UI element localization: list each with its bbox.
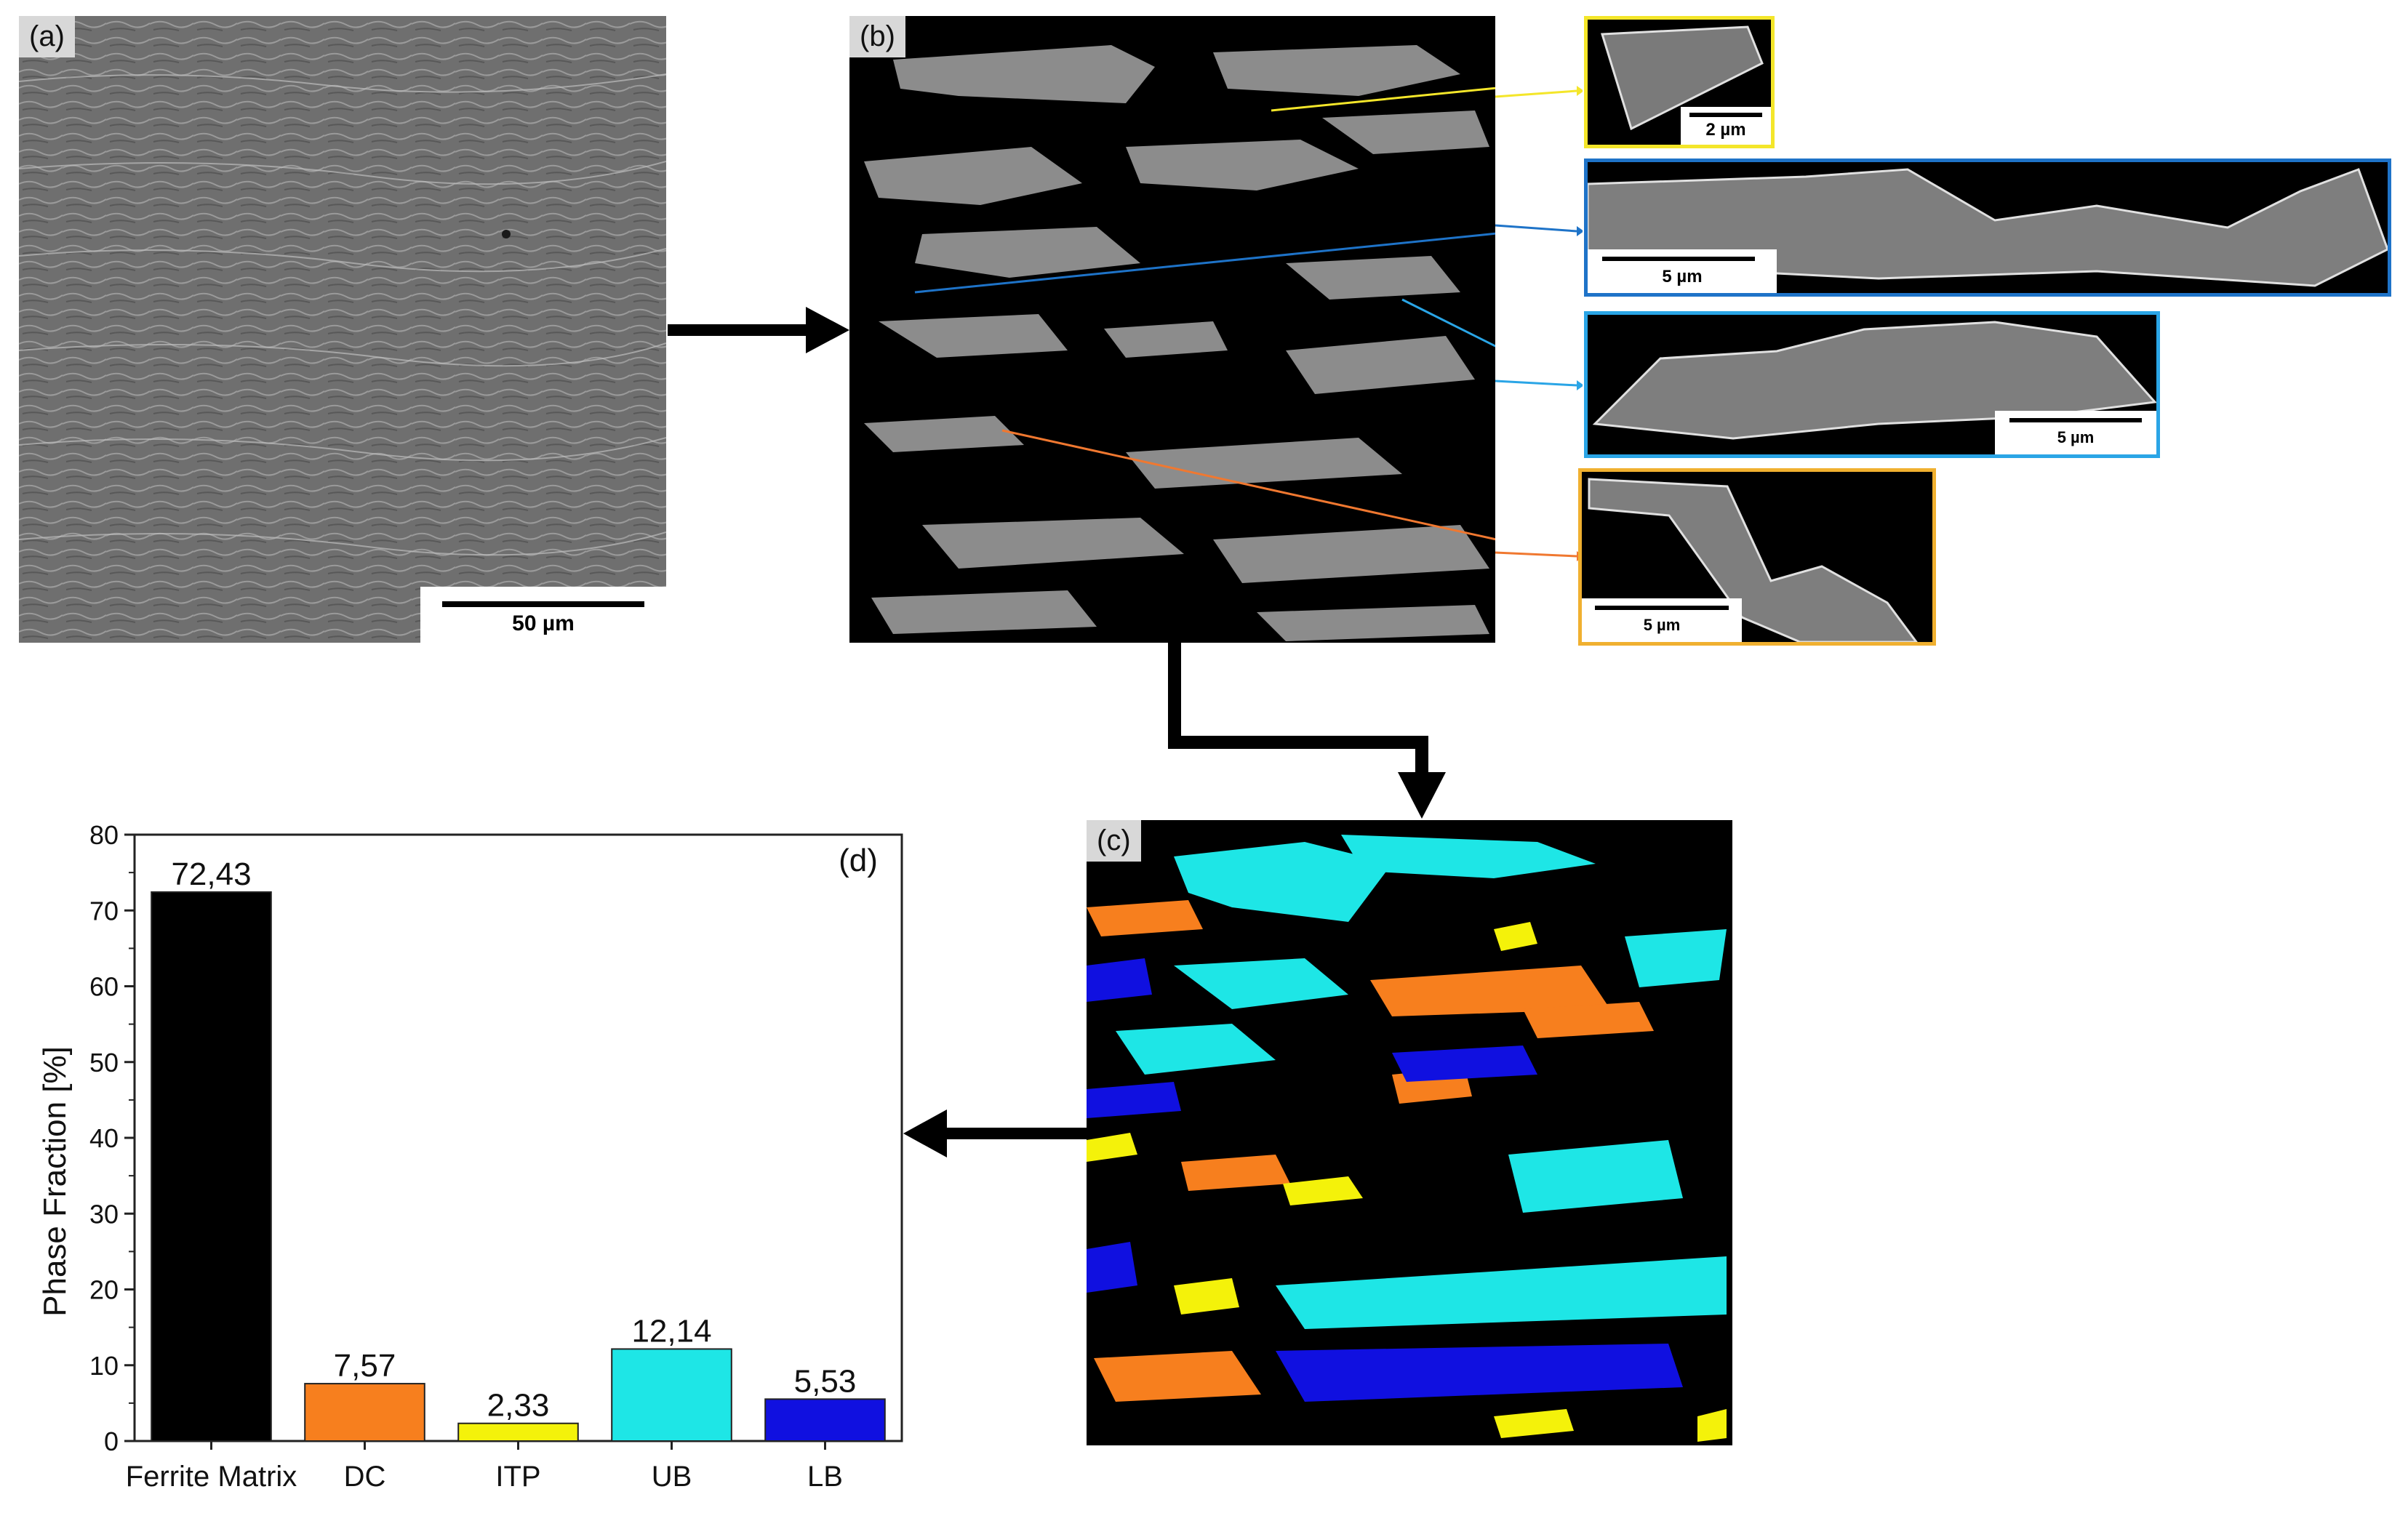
x-tick-label: Ferrite Matrix	[126, 1461, 297, 1493]
x-tick-label: ITP	[495, 1461, 540, 1493]
inset-scale-label: 2 µm	[1705, 120, 1746, 140]
data-label: 12,14	[631, 1313, 711, 1349]
phase-map-c	[1087, 835, 1727, 1442]
bar-ferrite-matrix	[151, 891, 272, 1442]
inset-micrograph	[1592, 321, 2156, 440]
inset-yellow: 2 µm	[1584, 16, 1775, 148]
inset-micrograph	[1588, 168, 2388, 287]
bar-dc	[304, 1383, 425, 1442]
pore-mark	[502, 230, 511, 238]
bar-itp	[457, 1422, 579, 1442]
scale-bar-a: 50 µm	[420, 587, 666, 643]
y-tick-label: 60	[89, 972, 119, 1002]
inset-scale-label: 5 µm	[1662, 267, 1703, 286]
inset-blue: 5 µm	[1584, 158, 2391, 297]
inset-scale-bar: 5 µm	[1582, 598, 1742, 642]
inset-scale-bar: 2 µm	[1681, 107, 1771, 145]
data-label: 72,43	[171, 856, 251, 892]
inset-scale-bar: 5 µm	[1588, 249, 1777, 293]
arrow-b-to-c	[1168, 643, 1446, 819]
x-tick-label: DC	[344, 1461, 386, 1493]
x-tick-label: LB	[807, 1461, 843, 1493]
scale-bar-label: 50 µm	[512, 611, 575, 635]
panel-b-segmented-image: (b)	[849, 16, 1495, 643]
data-label: 7,57	[334, 1348, 396, 1384]
x-tick-label: UB	[652, 1461, 692, 1493]
panel-a-sem-micrograph: (a) 50 µm	[19, 16, 666, 643]
y-tick-label: 20	[89, 1275, 119, 1305]
inset-micrograph	[1588, 478, 1918, 642]
y-tick-label: 70	[89, 896, 119, 926]
panel-label-b: (b)	[849, 16, 905, 57]
y-tick-label: 50	[89, 1048, 119, 1077]
inset-scale-bar: 5 µm	[1995, 411, 2156, 454]
link-line-blue	[914, 232, 1495, 294]
inset-lightblue: 5 µm	[1584, 311, 2160, 458]
inset-connectors	[1495, 86, 1583, 561]
panel-label-d: (d)	[839, 843, 878, 878]
link-line-orange	[1001, 429, 1495, 541]
link-line-lightblue	[1401, 298, 1495, 348]
inset-micrograph	[1600, 25, 1764, 131]
scale-bar-line	[442, 601, 644, 607]
segmented-image-b	[864, 45, 1495, 641]
link-line-yellow	[1271, 87, 1495, 112]
y-axis-label: Phase Fraction [%]	[37, 1046, 73, 1317]
bar-lb	[764, 1398, 886, 1442]
panel-c-phase-map: (c)	[1087, 820, 1732, 1445]
y-tick-label: 40	[89, 1123, 119, 1153]
inset-scale-label: 5 µm	[1643, 616, 1681, 634]
sem-image-a	[19, 16, 666, 643]
y-tick-label: 0	[104, 1426, 119, 1456]
y-tick-label: 80	[89, 820, 119, 850]
data-label: 5,53	[794, 1363, 857, 1399]
panel-label-c: (c)	[1087, 820, 1141, 862]
inset-scale-label: 5 µm	[2057, 428, 2095, 446]
y-tick-label: 10	[89, 1351, 119, 1381]
y-tick-label: 30	[89, 1199, 119, 1229]
arrow-c-to-d	[903, 1109, 1087, 1157]
arrow-a-to-b	[668, 307, 849, 353]
inset-orange: 5 µm	[1578, 468, 1936, 646]
data-label: 2,33	[487, 1388, 550, 1424]
panel-label-a: (a)	[19, 16, 75, 57]
bar-ub	[611, 1348, 732, 1442]
